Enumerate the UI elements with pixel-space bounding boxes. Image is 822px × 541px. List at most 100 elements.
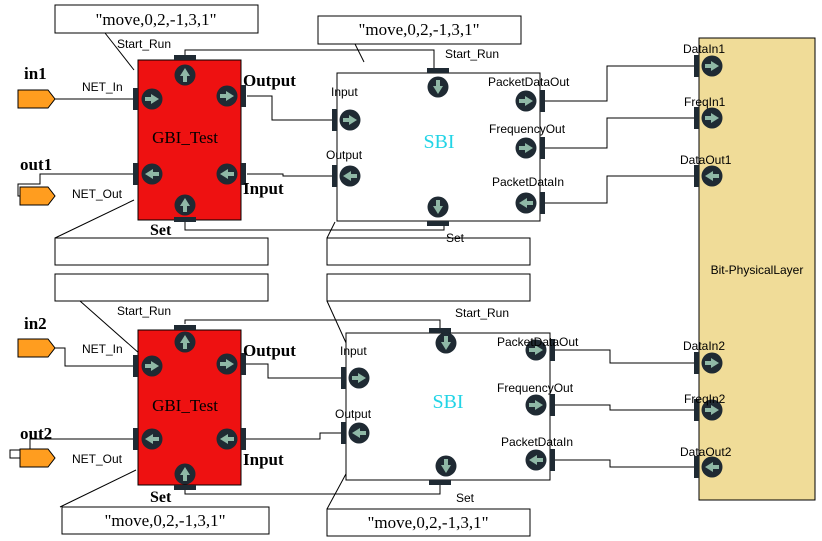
- in-port-in1[interactable]: [17, 89, 56, 109]
- port-bar: [332, 109, 337, 131]
- port-label: NET_In: [82, 342, 123, 356]
- port-label: Set: [446, 231, 465, 245]
- annotation-box-empty[interactable]: [54, 237, 269, 266]
- port-bar: [341, 367, 346, 389]
- arrow-right-icon[interactable]: [515, 90, 537, 112]
- port-bar: [694, 456, 699, 478]
- arrow-right-icon[interactable]: [141, 355, 163, 377]
- port-bar: [550, 394, 555, 416]
- port-label: Output: [335, 407, 372, 421]
- port-label: Input: [243, 179, 284, 198]
- arrow-right-icon[interactable]: [339, 109, 361, 131]
- port-label: NET_Out: [72, 452, 123, 466]
- arrow-up-icon[interactable]: [174, 64, 196, 86]
- arrow-right-icon[interactable]: [701, 55, 723, 77]
- arrow-right-icon[interactable]: [348, 367, 370, 389]
- arrow-up-icon[interactable]: [174, 463, 196, 485]
- port-label: DataIn2: [683, 339, 725, 353]
- arrow-left-icon[interactable]: [141, 163, 163, 185]
- port-label: Input: [243, 450, 284, 469]
- annotation-box-empty[interactable]: [326, 273, 531, 302]
- port-label: FrequencyOut: [497, 381, 574, 395]
- arrow-left-icon[interactable]: [515, 192, 537, 214]
- port-label: Output: [243, 71, 296, 90]
- bottom-system: in2 out2 GBI_Test Start_Run NET_In NET_O…: [17, 304, 579, 506]
- port-bar: [550, 449, 555, 471]
- arrow-left-icon[interactable]: [141, 428, 163, 450]
- port-label: Set: [150, 489, 172, 506]
- out-port-out2[interactable]: [19, 448, 56, 468]
- port-bar: [332, 165, 337, 187]
- arrow-right-icon[interactable]: [216, 85, 238, 107]
- arrow-right-icon[interactable]: [525, 394, 547, 416]
- arrow-right-icon[interactable]: [525, 339, 547, 361]
- port-label: NET_Out: [72, 187, 123, 201]
- arrow-down-icon[interactable]: [435, 455, 457, 477]
- annotation-text: "move,0,2,-1,3,1": [367, 513, 488, 532]
- sbi-block[interactable]: [336, 72, 541, 222]
- arrow-down-icon[interactable]: [427, 76, 449, 98]
- port-label: out2: [20, 424, 52, 443]
- port-label: DataOut2: [680, 445, 732, 459]
- arrow-left-icon[interactable]: [525, 449, 547, 471]
- port-bar: [540, 90, 545, 112]
- annotation-box[interactable]: [326, 508, 531, 537]
- arrow-down-icon[interactable]: [435, 332, 457, 354]
- annotation-box-empty[interactable]: [326, 237, 531, 266]
- arrow-right-icon[interactable]: [701, 399, 723, 421]
- block-title: Bit-PhysicalLayer: [711, 263, 804, 277]
- port-bar: [694, 55, 699, 77]
- arrow-right-icon[interactable]: [701, 352, 723, 374]
- port-label: DataOut1: [680, 153, 732, 167]
- arrow-right-icon[interactable]: [141, 88, 163, 110]
- port-bar: [694, 107, 699, 129]
- annotation-text: "move,0,2,-1,3,1": [95, 10, 216, 29]
- port-bar: [241, 163, 246, 185]
- annotations: "move,0,2,-1,3,1" "move,0,2,-1,3,1" "mov…: [54, 4, 531, 537]
- port-bar: [241, 85, 246, 107]
- port-bar: [174, 325, 196, 330]
- port-label: Set: [150, 222, 172, 239]
- arrow-left-icon[interactable]: [701, 165, 723, 187]
- port-bar: [540, 192, 545, 214]
- annotation-box[interactable]: [61, 506, 270, 535]
- port-label: out1: [20, 155, 52, 174]
- port-bar: [694, 352, 699, 374]
- arrow-left-icon[interactable]: [348, 422, 370, 444]
- port-label: PacketDataOut: [488, 75, 570, 89]
- port-label: NET_In: [82, 80, 123, 94]
- arrow-left-icon[interactable]: [216, 163, 238, 185]
- arrow-up-icon[interactable]: [174, 194, 196, 216]
- annotation-box-empty[interactable]: [54, 273, 269, 302]
- port-label: DataIn1: [683, 42, 725, 56]
- out-port-out1[interactable]: [19, 186, 56, 206]
- port-bar: [429, 480, 451, 485]
- port-bar: [540, 137, 545, 159]
- port-label: Start_Run: [117, 37, 171, 51]
- arrow-left-icon[interactable]: [701, 456, 723, 478]
- port-bar: [174, 485, 196, 490]
- port-bar: [241, 428, 246, 450]
- arrow-right-icon[interactable]: [515, 137, 537, 159]
- block-title: GBI_Test: [152, 396, 218, 415]
- port-label: Start_Run: [445, 47, 499, 61]
- arrow-right-icon[interactable]: [701, 107, 723, 129]
- physical-layer: Bit-PhysicalLayer DataIn1 FreqIn1 DataOu…: [680, 37, 816, 501]
- port-label: Input: [340, 344, 367, 358]
- arrow-right-icon[interactable]: [216, 353, 238, 375]
- in-port-in2[interactable]: [17, 338, 56, 358]
- port-bar: [133, 355, 138, 377]
- annotation-box[interactable]: [317, 15, 522, 45]
- arrow-down-icon[interactable]: [427, 196, 449, 218]
- port-bar: [427, 221, 449, 226]
- sbi-block[interactable]: [345, 332, 551, 481]
- port-bar: [241, 353, 246, 375]
- annotation-box[interactable]: [54, 4, 259, 34]
- arrow-left-icon[interactable]: [216, 428, 238, 450]
- block-title: GBI_Test: [152, 128, 218, 147]
- arrow-left-icon[interactable]: [339, 165, 361, 187]
- port-label: Output: [243, 341, 296, 360]
- arrow-up-icon[interactable]: [174, 331, 196, 353]
- port-label: Input: [331, 85, 358, 99]
